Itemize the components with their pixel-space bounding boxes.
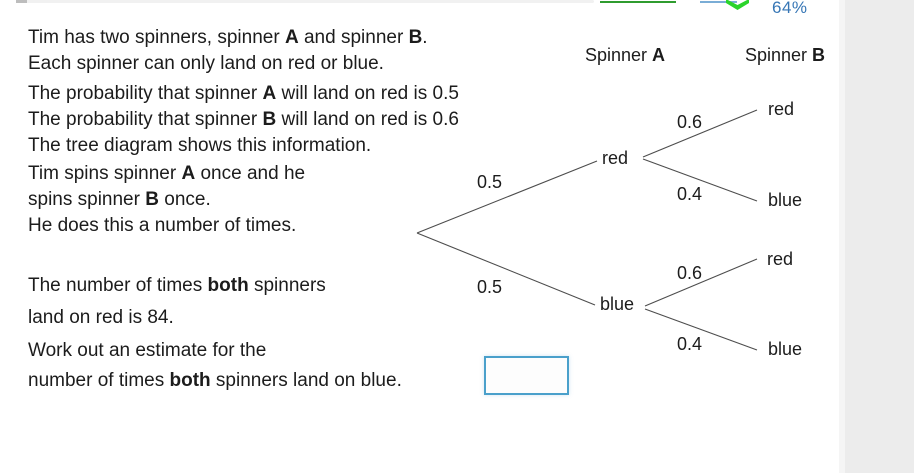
probability-red-blue: 0.4 <box>677 184 703 204</box>
text-line: The probability that spinner B will land… <box>28 109 459 130</box>
leaf-red-red: red <box>768 99 795 119</box>
progress-track <box>16 0 594 3</box>
progress-track-segment <box>16 0 27 3</box>
node-a-red: red <box>602 148 629 168</box>
branch-red-red-line <box>642 109 758 158</box>
text-line: The tree diagram shows this information. <box>28 135 372 156</box>
progress-percentage: 64% <box>772 0 808 17</box>
text-line: number of times both spinners land on bl… <box>28 370 402 391</box>
progress-arrow-down-icon <box>726 0 749 10</box>
probability-a-red: 0.5 <box>477 172 503 192</box>
branch-red-blue-line <box>642 158 758 202</box>
side-panel <box>845 0 914 473</box>
probability-blue-red: 0.6 <box>677 263 703 283</box>
leaf-red-blue: blue <box>768 190 803 210</box>
branch-blue-blue-line <box>644 308 758 351</box>
leaf-blue-red: red <box>767 249 794 269</box>
problem-paragraph-red-count: The number of times both spinners land o… <box>28 270 326 334</box>
problem-paragraph-spins: Tim spins spinner A once and he spins sp… <box>28 161 305 239</box>
problem-paragraph-tree-note: The tree diagram shows this information. <box>28 133 371 159</box>
text-line: Tim has two spinners, spinner A and spin… <box>28 27 428 48</box>
spinner-b-header: Spinner B <box>745 45 826 65</box>
spinner-a-header: Spinner A <box>585 45 666 65</box>
problem-paragraph-intro: Tim has two spinners, spinner A and spin… <box>28 25 428 77</box>
text-line: Work out an estimate for the <box>28 340 267 361</box>
answer-input[interactable] <box>484 356 569 395</box>
text-line: The number of times both spinners <box>28 275 326 296</box>
text-line: land on red is 84. <box>28 307 174 328</box>
probability-red-red: 0.6 <box>677 112 703 132</box>
text-line: He does this a number of times. <box>28 215 297 236</box>
problem-paragraph-probabilities: The probability that spinner A will land… <box>28 81 459 133</box>
progress-bar-fill <box>600 1 676 3</box>
progress-marker-line <box>700 1 737 3</box>
branch-blue-red-line <box>644 258 758 307</box>
text-line: Tim spins spinner A once and he <box>28 163 306 184</box>
probability-a-blue: 0.5 <box>477 277 503 297</box>
branch-a-blue-line <box>416 232 596 306</box>
node-a-blue: blue <box>600 294 635 314</box>
probability-blue-blue: 0.4 <box>677 334 703 354</box>
leaf-blue-blue: blue <box>768 339 803 359</box>
side-panel-sliver <box>839 0 845 473</box>
branch-a-red-line <box>416 160 598 234</box>
text-line: spins spinner B once. <box>28 189 211 210</box>
text-line: The probability that spinner A will land… <box>28 83 459 104</box>
text-line: Each spinner can only land on red or blu… <box>28 53 384 74</box>
problem-paragraph-question: Work out an estimate for the number of t… <box>28 336 402 396</box>
tree-branches <box>416 109 758 351</box>
